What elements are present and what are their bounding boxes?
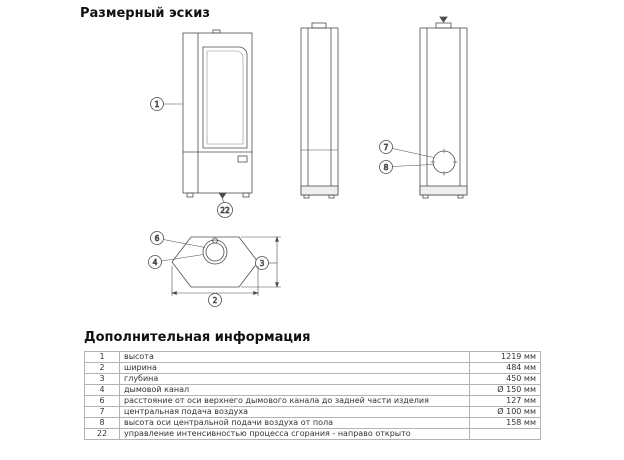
drawing-title: Размерный эскиз [80, 6, 210, 21]
table-row: 3 глубина 450 мм [84, 373, 541, 385]
air-inlet-circle [430, 148, 458, 176]
row-value [469, 428, 541, 440]
additional-info-section: Дополнительная информация 1 высота 1219 … [84, 330, 541, 440]
rear-air-port [212, 237, 218, 244]
row-value: 450 мм [469, 373, 541, 385]
callout-air-supply: 7 [379, 140, 434, 158]
table-row: 22 управление интенсивностью процесса сг… [84, 428, 541, 440]
table-row: 8 высота оси центральной подачи воздуха … [84, 417, 541, 429]
table-row: 2 ширина 484 мм [84, 362, 541, 374]
dimension-width: 2 [171, 266, 259, 307]
callout-height: 1 [150, 97, 183, 111]
callout-flue-offset-label: 6 [155, 234, 160, 243]
row-description: высота оси центральной подачи воздуха от… [119, 417, 470, 429]
rear-view [419, 16, 468, 199]
plan-view [171, 236, 259, 288]
row-number: 6 [84, 395, 120, 407]
row-number: 7 [84, 406, 120, 418]
callout-air-supply-label: 7 [384, 143, 389, 152]
callout-height-label: 1 [155, 100, 160, 109]
row-number: 4 [84, 384, 120, 396]
table-title: Дополнительная информация [84, 330, 311, 345]
row-number: 1 [84, 351, 120, 363]
row-description: высота [119, 351, 470, 363]
row-description: глубина [119, 373, 470, 385]
flue-circle [202, 239, 228, 265]
table-row: 1 высота 1219 мм [84, 351, 541, 363]
orientation-mark [439, 16, 448, 23]
info-table: 1 высота 1219 мм 2 ширина 484 мм 3 глуби… [84, 351, 541, 440]
table-row: 4 дымовой канал Ø 150 мм [84, 384, 541, 396]
row-description: управление интенсивностью процесса сгора… [119, 428, 470, 440]
callout-control-label: 22 [220, 206, 230, 215]
row-description: ширина [119, 362, 470, 374]
front-view [182, 29, 253, 199]
callout-air-height-label: 8 [384, 163, 389, 172]
row-value: 1219 мм [469, 351, 541, 363]
row-value: Ø 100 мм [469, 406, 541, 418]
row-description: центральная подача воздуха [119, 406, 470, 418]
dimensional-sketch: 1 22 [148, 16, 468, 307]
callout-air-height: 8 [379, 160, 434, 174]
callout-depth-label: 3 [260, 259, 265, 268]
combustion-control-lever [218, 192, 227, 199]
table-row: 6 расстояние от оси верхнего дымового ка… [84, 395, 541, 407]
table-row: 7 центральная подача воздуха Ø 100 мм [84, 406, 541, 418]
dimension-depth: 3 [241, 236, 281, 288]
row-value: 158 мм [469, 417, 541, 429]
callout-flue-offset: 6 [150, 231, 206, 248]
row-number: 8 [84, 417, 120, 429]
row-value: 484 мм [469, 362, 541, 374]
row-number: 3 [84, 373, 120, 385]
row-description: дымовой канал [119, 384, 470, 396]
row-value: 127 мм [469, 395, 541, 407]
callout-flue: 4 [148, 254, 204, 269]
callout-flue-label: 4 [153, 258, 158, 267]
row-description: расстояние от оси верхнего дымового кана… [119, 395, 470, 407]
row-value: Ø 150 мм [469, 384, 541, 396]
side-view [300, 22, 339, 199]
row-number: 2 [84, 362, 120, 374]
callout-width-label: 2 [213, 296, 218, 305]
row-number: 22 [84, 428, 120, 440]
callout-control: 22 [217, 197, 233, 218]
